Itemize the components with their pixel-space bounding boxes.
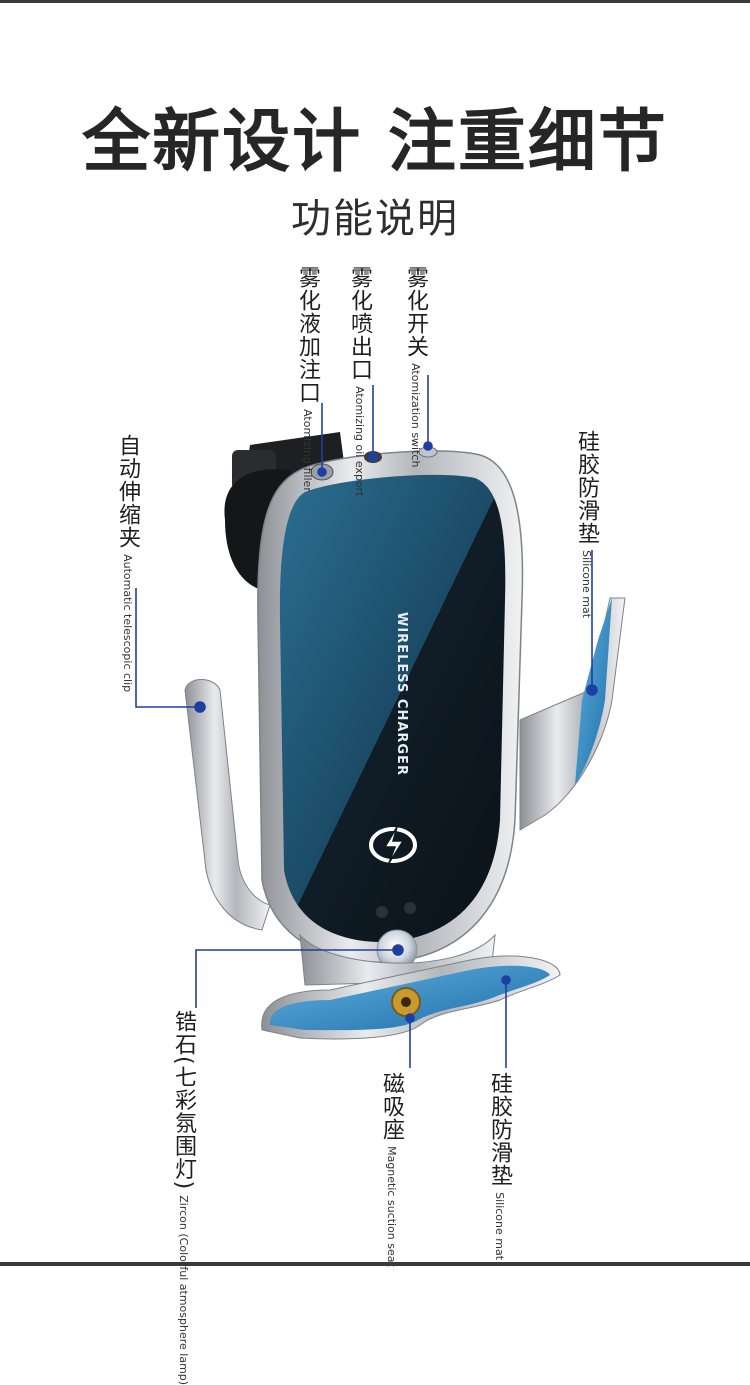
callout-label-zh: 磁吸座 xyxy=(379,1072,404,1141)
callout-silicone-mat-top: 硅胶防滑垫 Silicone mat xyxy=(574,430,599,619)
callout-label-zh: 雾化喷出口 xyxy=(347,266,372,381)
callout-atomizing-oil-export: 雾化喷出口 Atomizing oil export xyxy=(347,266,372,497)
callout-magnetic-seat: 磁吸座 Magnetic suction seat xyxy=(379,1072,404,1267)
callout-label-en: Zircon (Colorful atmosphere lamp) xyxy=(177,1195,190,1385)
bottom-rule xyxy=(0,1262,750,1266)
callout-label-en: Automatic telescopic clip xyxy=(121,554,134,693)
callout-atomizing-filler: 雾化液加注口 Atomizing filler xyxy=(295,266,320,492)
page-subheading: 功能说明 xyxy=(291,196,459,242)
wireless-charge-icon xyxy=(369,826,417,864)
phone-holder-illustration: WIRELESS CHARGER xyxy=(135,375,626,1068)
callout-telescopic-clip: 自动伸缩夹 Automatic telescopic clip xyxy=(115,434,140,693)
top-rule xyxy=(0,0,750,3)
callout-zircon: 锆石(七彩氛围灯) Zircon (Colorful atmosphere la… xyxy=(171,1010,196,1385)
callout-silicone-mat-bottom: 硅胶防滑垫 Silicone mat xyxy=(487,1072,512,1261)
callout-label-zh: 雾化开关 xyxy=(403,266,428,358)
callout-label-en: Silicone mat xyxy=(493,1192,506,1261)
callout-label-zh: 锆石(七彩氛围灯) xyxy=(171,1010,196,1191)
callout-leaders xyxy=(135,375,598,1068)
callout-label-zh: 自动伸缩夹 xyxy=(115,434,140,549)
callout-label-en: Magnetic suction seat xyxy=(385,1146,398,1267)
callout-label-en: Silicone mat xyxy=(580,550,593,619)
left-clip-arm xyxy=(184,679,271,931)
page-headline: 全新设计 注重细节 xyxy=(82,103,668,182)
callout-label-en: Atomization switch xyxy=(409,363,422,468)
brand-text: WIRELESS CHARGER xyxy=(394,612,409,776)
callout-label-zh: 硅胶防滑垫 xyxy=(487,1072,512,1187)
callout-label-zh: 雾化液加注口 xyxy=(295,266,320,404)
callout-atomization-switch: 雾化开关 Atomization switch xyxy=(403,266,428,468)
callout-label-en: Atomizing oil export xyxy=(353,386,366,497)
glass-panel xyxy=(279,474,506,943)
callout-label-en: Atomizing filler xyxy=(301,409,314,492)
callout-label-zh: 硅胶防滑垫 xyxy=(574,430,599,545)
